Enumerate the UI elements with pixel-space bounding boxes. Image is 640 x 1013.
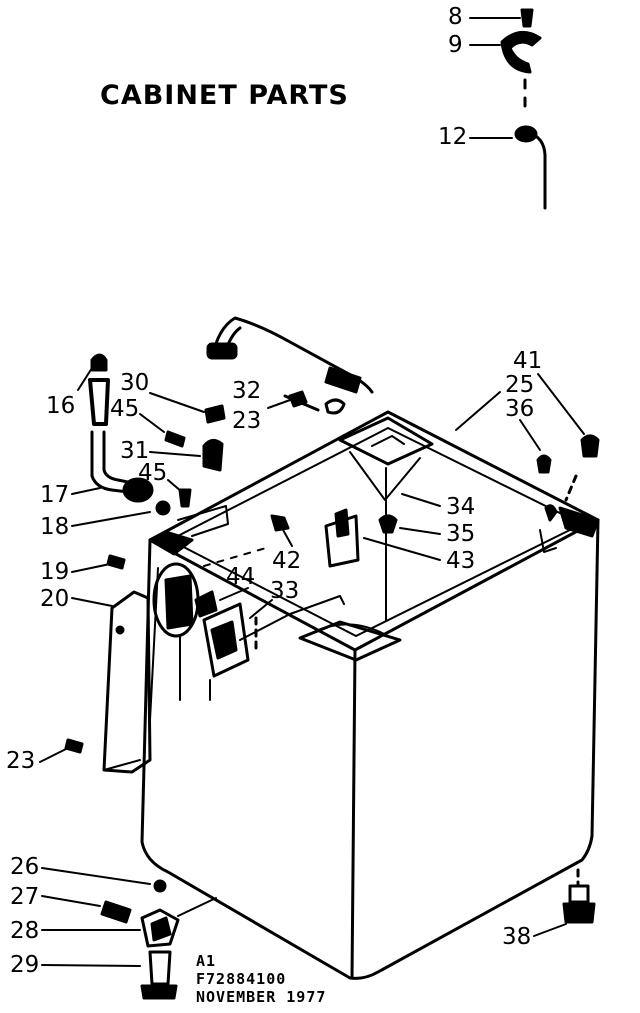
leader-lines-left bbox=[39, 367, 291, 967]
callout-17: 17 bbox=[40, 482, 70, 508]
callout-43: 43 bbox=[446, 548, 476, 574]
callout-45b: 45 bbox=[138, 460, 168, 486]
callout-25: 25 bbox=[505, 372, 535, 398]
clip-30 bbox=[204, 404, 226, 424]
cap-16 bbox=[90, 353, 108, 372]
callout-44: 44 bbox=[226, 564, 256, 590]
footer-line-2: F72884100 bbox=[196, 970, 287, 988]
footer-line-1: A1 bbox=[196, 952, 217, 970]
callout-16: 16 bbox=[46, 393, 76, 419]
callout-36: 36 bbox=[505, 396, 535, 422]
callout-35: 35 bbox=[446, 521, 476, 547]
callout-8: 8 bbox=[448, 4, 463, 30]
leg-38 bbox=[568, 884, 590, 904]
callout-20: 20 bbox=[40, 586, 70, 612]
callout-38: 38 bbox=[502, 924, 532, 950]
callout-29: 29 bbox=[10, 952, 40, 978]
screw-23a bbox=[288, 390, 308, 408]
callout-19: 19 bbox=[40, 559, 70, 585]
clamp-9 bbox=[500, 30, 542, 74]
washer-18 bbox=[155, 500, 171, 516]
cabinet-body bbox=[64, 410, 600, 980]
hose-17 bbox=[90, 430, 130, 494]
hose-12 bbox=[530, 132, 547, 210]
fitting-16 bbox=[88, 378, 110, 426]
footer-line-3: NOVEMBER 1977 bbox=[196, 988, 327, 1006]
callout-42: 42 bbox=[272, 548, 302, 574]
callout-18: 18 bbox=[40, 514, 70, 540]
switch-33 bbox=[202, 602, 250, 678]
callout-30: 30 bbox=[120, 370, 150, 396]
callout-31: 31 bbox=[120, 438, 150, 464]
callout-9: 9 bbox=[448, 32, 463, 58]
screw-45b bbox=[178, 488, 192, 508]
screw-8 bbox=[520, 8, 534, 28]
leader-lines-top bbox=[469, 17, 521, 139]
grommet-12 bbox=[514, 125, 538, 143]
bottom-parts bbox=[100, 868, 596, 1000]
wire-harness bbox=[206, 316, 374, 415]
top-parts-group bbox=[469, 8, 547, 210]
callout-32: 32 bbox=[232, 378, 262, 404]
callout-26: 26 bbox=[10, 854, 40, 880]
callout-28: 28 bbox=[10, 918, 40, 944]
diagram-title: CABINET PARTS bbox=[100, 80, 349, 111]
callout-41: 41 bbox=[513, 348, 543, 374]
nut-17 bbox=[122, 477, 154, 503]
callout-34: 34 bbox=[446, 494, 476, 520]
callout-23a: 23 bbox=[232, 408, 262, 434]
block-28 bbox=[140, 908, 180, 948]
callout-12: 12 bbox=[438, 124, 468, 150]
bolt-27 bbox=[100, 900, 132, 924]
washer-26 bbox=[153, 879, 167, 893]
leader-lines-right bbox=[219, 373, 585, 937]
left-small-parts bbox=[88, 353, 308, 516]
callout-33: 33 bbox=[270, 578, 300, 604]
leg-29 bbox=[148, 950, 172, 986]
screw-45a bbox=[164, 430, 186, 448]
bracket-31 bbox=[202, 439, 224, 472]
callout-27: 27 bbox=[10, 884, 40, 910]
callout-23b: 23 bbox=[6, 748, 36, 774]
callout-45a: 45 bbox=[110, 396, 140, 422]
